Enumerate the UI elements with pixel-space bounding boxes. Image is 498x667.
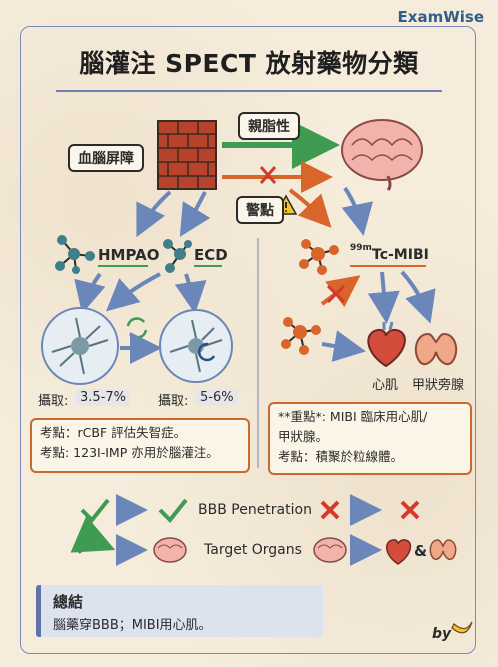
ecd-label: ECD [194, 246, 228, 264]
brand-logo: ExamWise [397, 8, 484, 26]
neuron-cell-icon [41, 307, 119, 385]
molecule-icon [163, 239, 192, 273]
hmpao-label: HMPAO [98, 246, 160, 264]
thyroid-icon [429, 539, 457, 561]
summary-heading: 總結 [53, 593, 84, 611]
heart-icon [367, 321, 406, 368]
summary-text: 腦藥穿BBB；MIBI用心肌。 [53, 618, 212, 633]
thyroid-label: 甲狀旁腺 [412, 378, 465, 393]
ecd-uptake-label: 攝取: [158, 394, 189, 409]
summary-box: 總結 腦藥穿BBB；MIBI用心肌。 [36, 585, 323, 637]
title-divider [56, 90, 442, 92]
legend-bbb-penetration: BBB Penetration [198, 502, 312, 518]
molecule-icon [299, 239, 339, 275]
molecule-icon [55, 235, 95, 274]
banana-icon [451, 621, 473, 634]
key-point: 甲狀腺。 [278, 429, 329, 444]
mibi-thyroid-arrow [400, 270, 436, 324]
exam-point: 考點：rCBF 評估失智症。 [40, 425, 187, 440]
brain-icon [341, 119, 423, 192]
key-point: **重點*: MIBI 臨床用心肌/ [278, 409, 428, 424]
cross-icon [400, 500, 420, 520]
byline: by [432, 626, 452, 642]
cross-icon [326, 284, 346, 304]
brain-icon [153, 537, 187, 563]
exam-box-left: 考點：rCBF 評估失智症。 考點: 123I-IMP 亦用於腦灌注。 [30, 418, 250, 473]
neuron-cell-icon [159, 309, 233, 383]
check-icon [158, 498, 188, 523]
arrow-brain-to-mibi [341, 186, 373, 236]
hmpao-uptake-label: 攝取: [38, 394, 69, 409]
arrow-to-hmpao [136, 190, 172, 238]
recycle-icon [126, 317, 148, 339]
brick-wall-icon [157, 120, 217, 190]
exam-point: 考點：積聚於粒線體。 [278, 449, 404, 464]
legend-green-arrow [70, 515, 116, 554]
check-icon [80, 498, 110, 523]
mibi-superscript: 99m [350, 243, 372, 253]
cross-icon [259, 166, 277, 184]
page-title: 腦灌注 SPECT 放射藥物分類 [79, 49, 419, 78]
warning-label: 警點 [236, 196, 284, 224]
ecd-uptake-value: 5-6% [196, 389, 238, 406]
mibi-heart-arrow [367, 271, 400, 324]
legend-target-organs: Target Organs [204, 542, 302, 558]
legend-ampersand: & [414, 542, 428, 560]
arrow-hmpao-cell [74, 272, 106, 314]
heart-label: 心肌 [372, 378, 399, 393]
arrow-ecd-cell2 [174, 273, 207, 314]
hmpao-uptake-value: 3.5-7% [76, 389, 130, 406]
exam-point: 考點: 123I-IMP 亦用於腦灌注。 [40, 445, 219, 460]
exam-box-right: **重點*: MIBI 臨床用心肌/ 甲狀腺。 考點：積聚於粒線體。 [268, 402, 472, 475]
cross-icon [320, 500, 340, 520]
molecule-heart-arrow [321, 330, 366, 362]
arrow-to-ecd [179, 191, 211, 237]
molecule-icon [281, 317, 321, 355]
mibi-label: Tc-MIBI [372, 247, 429, 263]
bbb-label: 血腦屏障 [68, 144, 144, 172]
thyroid-icon [414, 332, 458, 366]
brain-icon [313, 537, 347, 563]
arrow-ecd-cell1 [106, 272, 161, 312]
heart-icon [386, 539, 412, 565]
mibi-arrow [288, 188, 332, 228]
lipophilic-label: 親脂性 [238, 112, 300, 140]
content-frame [20, 26, 476, 654]
